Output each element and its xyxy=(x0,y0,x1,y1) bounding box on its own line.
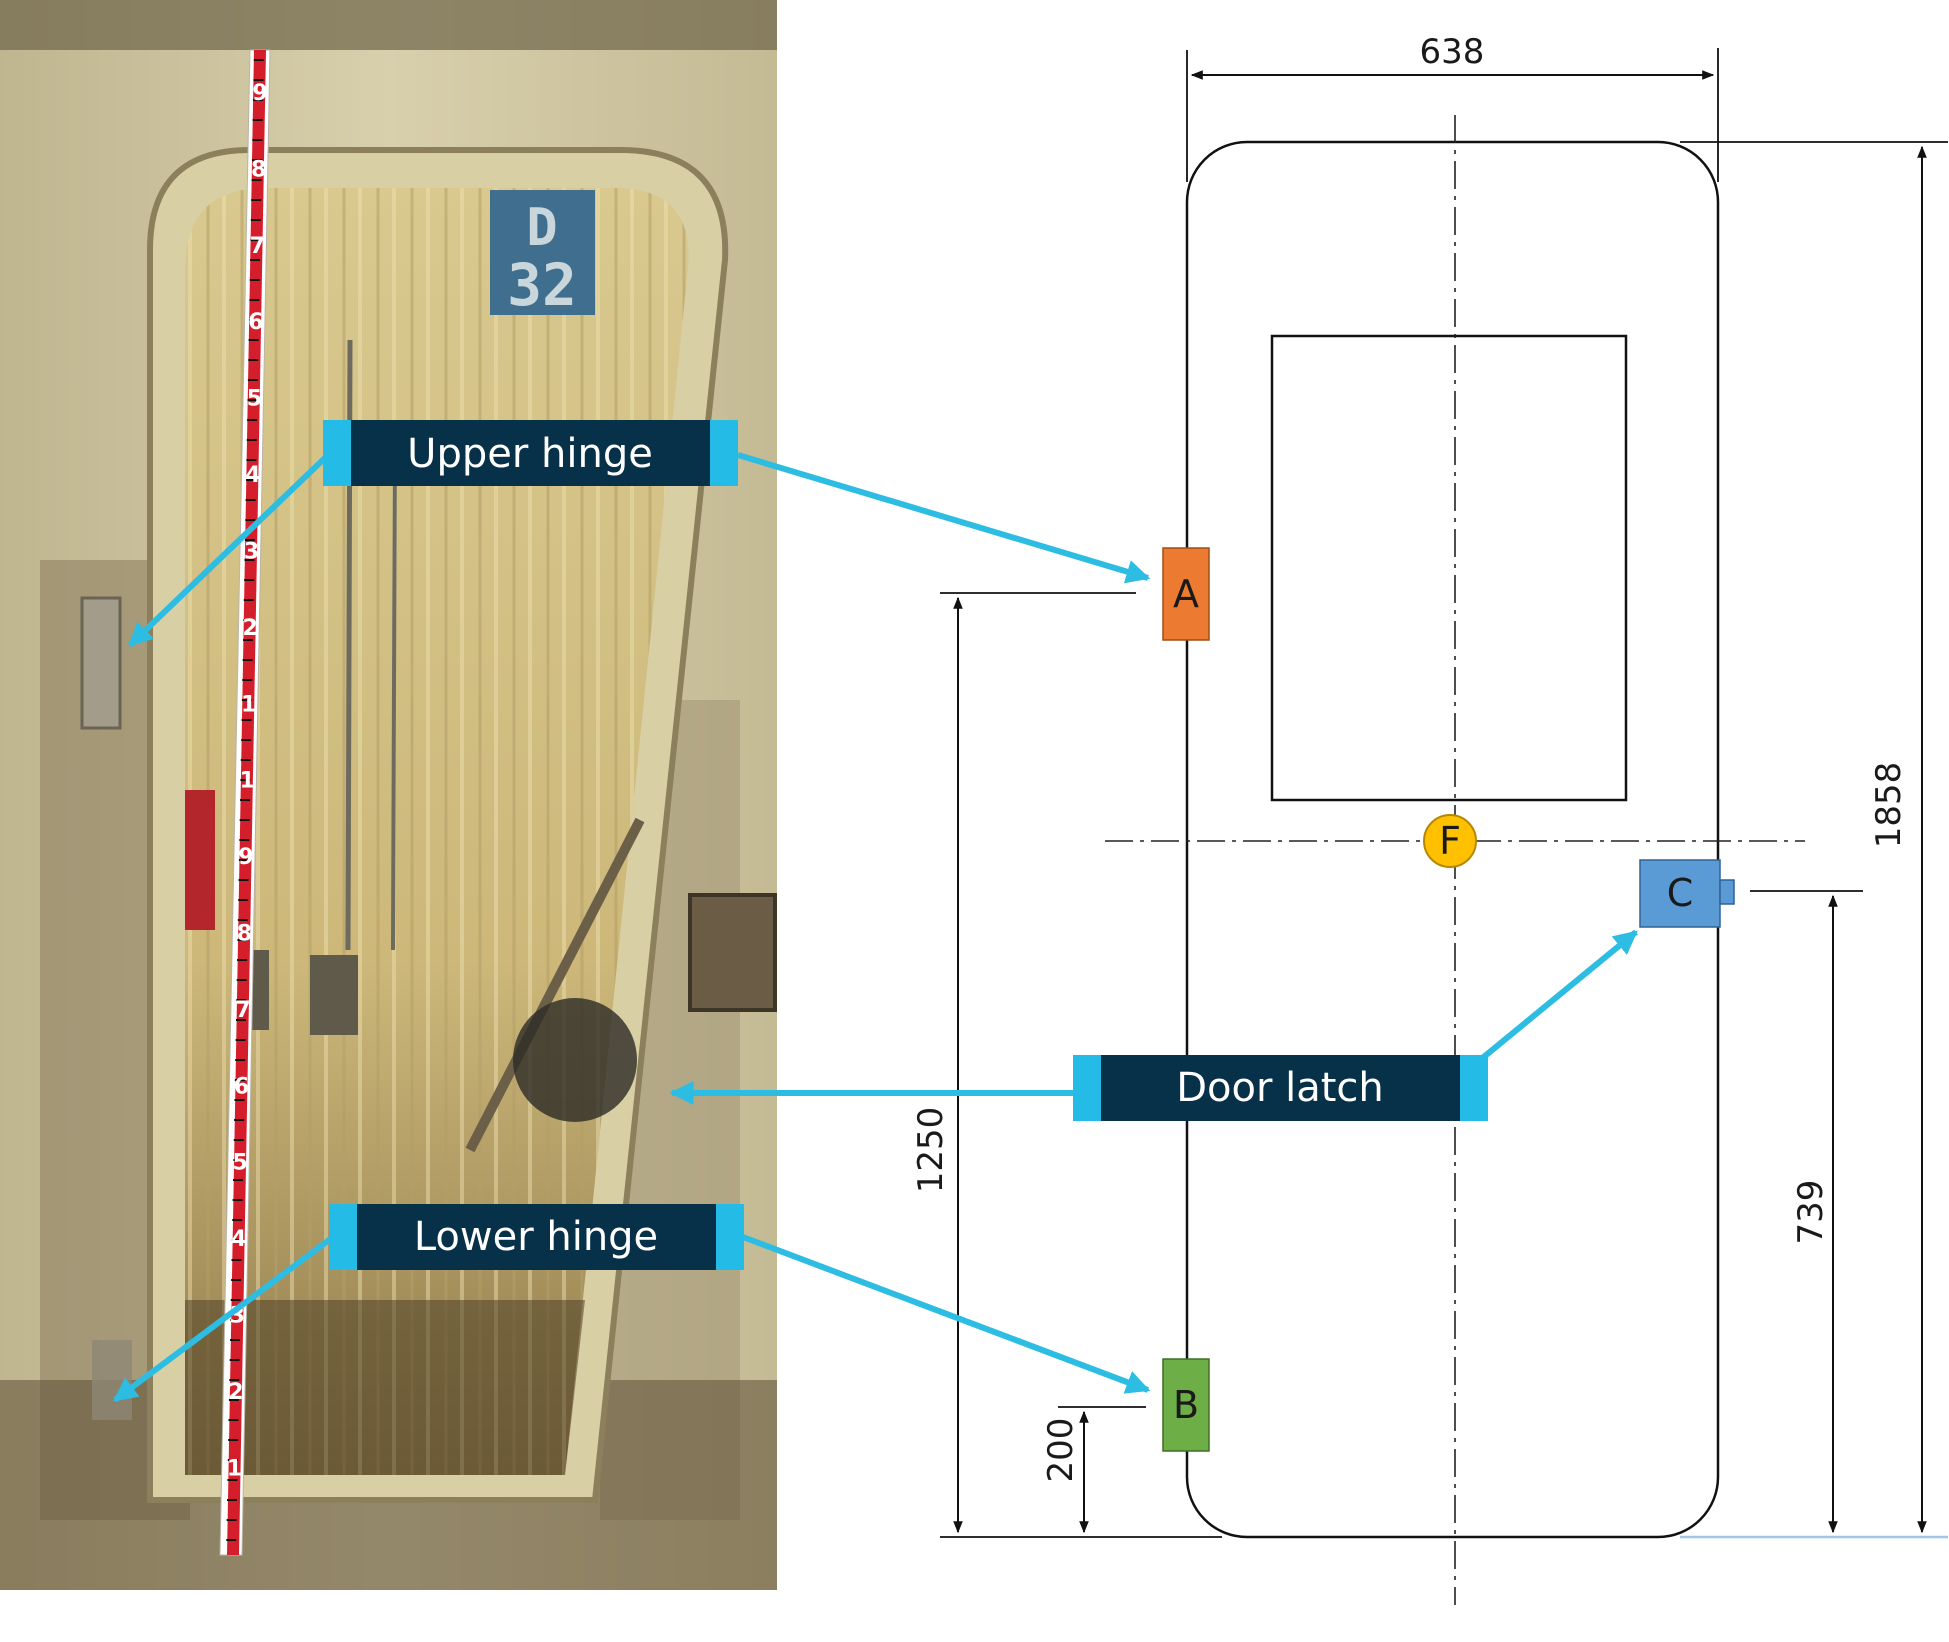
marker-c-letter: C xyxy=(1667,871,1694,915)
upper-hinge-label-text: Upper hinge xyxy=(407,431,653,477)
lower-hinge-arrow-right xyxy=(741,1234,1151,1394)
marker-a-box xyxy=(1162,547,1210,641)
upper-hinge-label-bg xyxy=(323,420,738,486)
switch-box-left xyxy=(310,955,358,1035)
diagonal-pipe xyxy=(465,817,645,1153)
door-latch-label-accent-right xyxy=(1460,1055,1488,1121)
red-equipment xyxy=(185,790,215,930)
hinge-b-dimension-label: 200 xyxy=(1041,1418,1081,1483)
lower-hinge-arrow-left xyxy=(113,1234,335,1403)
staff-red-stripe xyxy=(227,50,266,1555)
staff-digit: 4 xyxy=(245,463,260,488)
staff-digit: 2 xyxy=(228,1380,243,1405)
staff-digit: 2 xyxy=(242,616,257,641)
latch-dimension-label: 739 xyxy=(1791,1180,1831,1245)
corrugated-wall xyxy=(185,188,689,1475)
staff-digit: 5 xyxy=(233,1151,248,1176)
door-latch-label-text: Door latch xyxy=(1176,1065,1384,1111)
marker-b-letter: B xyxy=(1173,1383,1199,1427)
fan xyxy=(513,998,637,1122)
marker-a: A xyxy=(1162,547,1210,641)
door-window xyxy=(1270,334,1628,802)
staff-digit: 1 xyxy=(240,769,255,794)
upper-hinge-arrow-right xyxy=(737,452,1151,584)
height-dimension-label: 1858 xyxy=(1869,762,1909,849)
staff-digit: 8 xyxy=(237,922,252,947)
staff-ticks xyxy=(226,59,264,1541)
staff-digit: 9 xyxy=(238,845,253,870)
door-latch-label: Door latch xyxy=(1073,1055,1488,1121)
width-dimension-label: 638 xyxy=(1420,32,1485,72)
marker-f-circle xyxy=(1423,814,1477,868)
door-schematic: 638 1858 1250 200 739 A B xyxy=(911,32,1948,1605)
marker-c: C xyxy=(1639,859,1735,928)
upper-hinge-label-accent-left xyxy=(323,420,351,486)
marker-b-box xyxy=(1162,1358,1210,1452)
upper-hinge-label: Upper hinge xyxy=(323,420,738,486)
staff-digit: 1 xyxy=(227,1456,242,1481)
room-sign-letter: D xyxy=(526,198,557,258)
room-sign-number: 32 xyxy=(507,251,577,319)
upper-hinge-label-accent-right xyxy=(710,420,738,486)
hinge-a-dimension-label: 1250 xyxy=(911,1107,951,1194)
wall-box xyxy=(688,893,777,1012)
staff-digit: 6 xyxy=(234,1074,249,1099)
lower-hinge-label-bg xyxy=(329,1204,744,1270)
lower-hinge-label-text: Lower hinge xyxy=(414,1214,658,1260)
staff-digit: 9 xyxy=(252,81,267,106)
upper-hinge-arrow-left xyxy=(127,452,331,648)
staff-digit: 5 xyxy=(247,387,262,412)
staff-digit: 4 xyxy=(231,1227,246,1252)
lower-hinge-plate xyxy=(92,1340,132,1420)
door-latch-arrow-right xyxy=(1478,929,1638,1063)
door-latch-label-bg xyxy=(1073,1055,1488,1121)
door-outline xyxy=(1185,140,1720,1539)
callout-arrows xyxy=(113,452,1638,1403)
marker-f: F xyxy=(1423,814,1477,868)
marker-b: B xyxy=(1162,1358,1210,1452)
staff-digit: 7 xyxy=(235,998,250,1023)
ceiling-shadow xyxy=(0,0,777,50)
staff-digit: 3 xyxy=(244,539,259,564)
staff-digit: 1 xyxy=(241,692,256,717)
lower-hinge-label: Lower hinge xyxy=(329,1204,744,1270)
marker-f-letter: F xyxy=(1439,819,1461,863)
lower-hinge-label-accent-right xyxy=(716,1204,744,1270)
staff-digit: 6 xyxy=(248,310,263,335)
upper-hinge-plate xyxy=(80,596,122,730)
staff-digit: 8 xyxy=(251,157,266,182)
room-sign xyxy=(490,190,595,315)
lower-hinge-label-accent-left xyxy=(329,1204,357,1270)
door-threshold-shadow xyxy=(185,1300,585,1475)
marker-a-letter: A xyxy=(1173,572,1199,616)
staff-digit: 7 xyxy=(250,234,265,259)
door-latch-label-accent-left xyxy=(1073,1055,1101,1121)
conduit-right xyxy=(391,419,397,951)
marker-c-tab xyxy=(1719,879,1735,905)
